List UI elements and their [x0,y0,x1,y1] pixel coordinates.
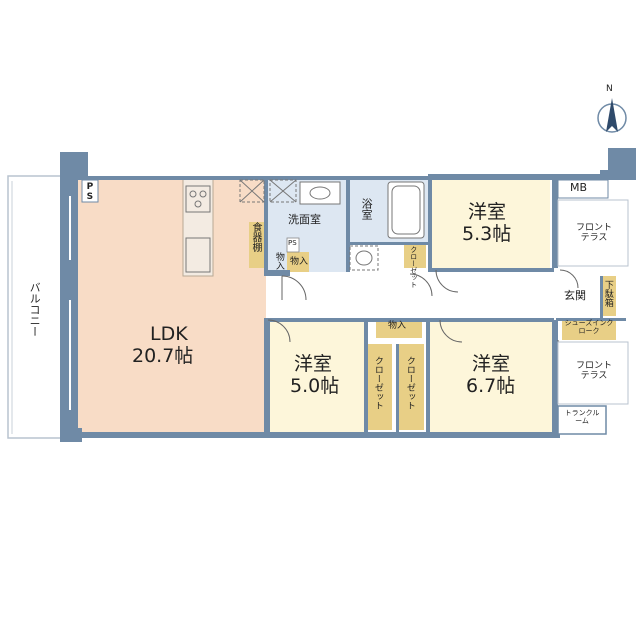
kitchen-counter [182,177,214,277]
hall-storage-label: 物入 [388,321,407,331]
storage-small-area [287,252,309,272]
western-room-3-size: 6.7帖 [466,375,516,397]
compass-north-label: N [606,84,613,94]
balcony-label: バルコニー [28,282,42,337]
shoe-box-label: 下駄箱 [602,280,613,307]
closet-a-label: クローゼット [409,246,418,288]
ps-storage-area [286,237,300,253]
mb-label: MB [570,181,588,194]
ldk-name: LDK [150,323,188,345]
hall-storage-area [376,318,422,338]
trunk-room-label: トランクルーム [564,409,600,425]
closet-c-area [398,344,424,430]
western-room-2-size: 5.0帖 [290,375,340,397]
compass-icon [597,98,627,133]
ldk-size: 20.7帖 [132,345,194,367]
trunk-room-area [557,405,607,435]
closet-b-label: クローゼット [372,356,383,410]
closet-b-area [366,344,392,430]
washroom-label: 洗面室 [288,213,321,226]
walls [60,148,636,442]
front-terrace-1-area [557,199,629,267]
western-room-1-name: 洋室 [468,201,507,223]
shoes-in-closet-area [562,318,616,340]
western-room-3-name: 洋室 [472,353,511,375]
kitchen-fixtures [185,179,297,273]
balcony-area [7,175,66,439]
front-terrace-2-area [557,341,629,405]
ps-box-area [81,179,99,203]
closet-c-label: クローゼット [404,356,415,410]
ps-storage-label: PS [288,239,297,247]
entrance-label: 玄関 [564,289,586,302]
front-terrace-2-label: フロントテラス [575,361,612,381]
western-room-2-name: 洋室 [294,353,333,375]
western-room-3-floor [430,322,552,432]
western-room-1-floor [428,178,550,270]
ldk-floor [78,176,266,434]
shoe-box-area [600,276,616,316]
western-room-1-size: 5.3帖 [462,223,512,245]
closet-a-area [404,244,426,268]
bathroom-label: 浴室 [360,198,374,220]
cupboard-area [249,222,265,268]
storage-ps-label: 物入 [273,252,284,270]
corridor-floor [290,274,552,318]
storage-small-label: 物入 [290,257,309,267]
ps-label: PS [84,182,95,202]
shoes-in-closet-label: シューズインクローク [564,319,614,335]
mb-area [557,179,609,199]
cupboard-label: 食器棚 [250,222,261,252]
wet-fixtures [299,181,425,271]
western-room-2-floor [268,322,364,432]
front-terrace-1-label: フロントテラス [575,223,612,243]
